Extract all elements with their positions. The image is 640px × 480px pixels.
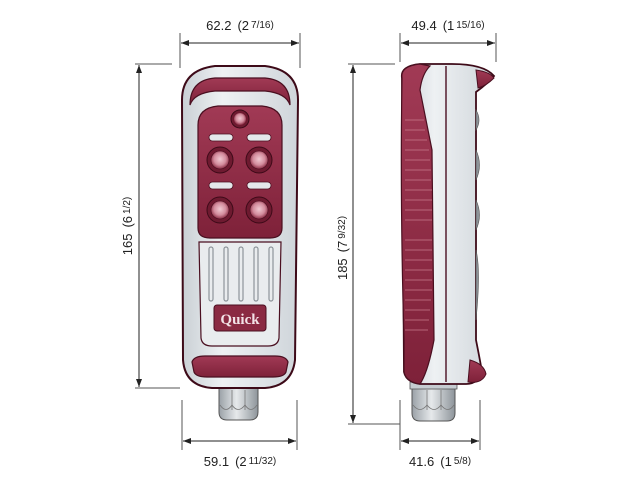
front-logo-badge: Quick	[213, 304, 267, 332]
front-top-grip	[189, 77, 291, 106]
label-front-height: 165(61/2)	[120, 197, 135, 256]
side-cable-connector	[409, 381, 458, 422]
front-button-round	[206, 196, 234, 224]
extension-lines	[135, 33, 497, 450]
front-button-round	[245, 196, 273, 224]
front-button-bar	[208, 181, 234, 190]
front-bottom-grip	[191, 355, 289, 378]
side-maroon-spine	[400, 63, 435, 385]
side-view	[400, 63, 496, 422]
front-button-bar	[246, 181, 272, 190]
front-button-top	[230, 109, 250, 129]
label-side-height: 185(79/32)	[335, 216, 350, 280]
front-button-bar	[246, 133, 272, 142]
front-view: Quick	[180, 65, 300, 421]
front-cable-connector	[218, 387, 259, 421]
side-bottom-lip	[467, 359, 487, 383]
front-button-round	[206, 146, 234, 174]
side-spine-texture	[405, 119, 432, 331]
front-grip-ribs	[208, 246, 274, 302]
dimension-lines	[136, 40, 495, 444]
side-button-bumps	[475, 108, 480, 321]
side-top-lip	[475, 69, 495, 89]
front-button-bar	[208, 133, 234, 142]
brand-logo-text: Quick	[220, 312, 260, 328]
front-button-round	[245, 146, 273, 174]
